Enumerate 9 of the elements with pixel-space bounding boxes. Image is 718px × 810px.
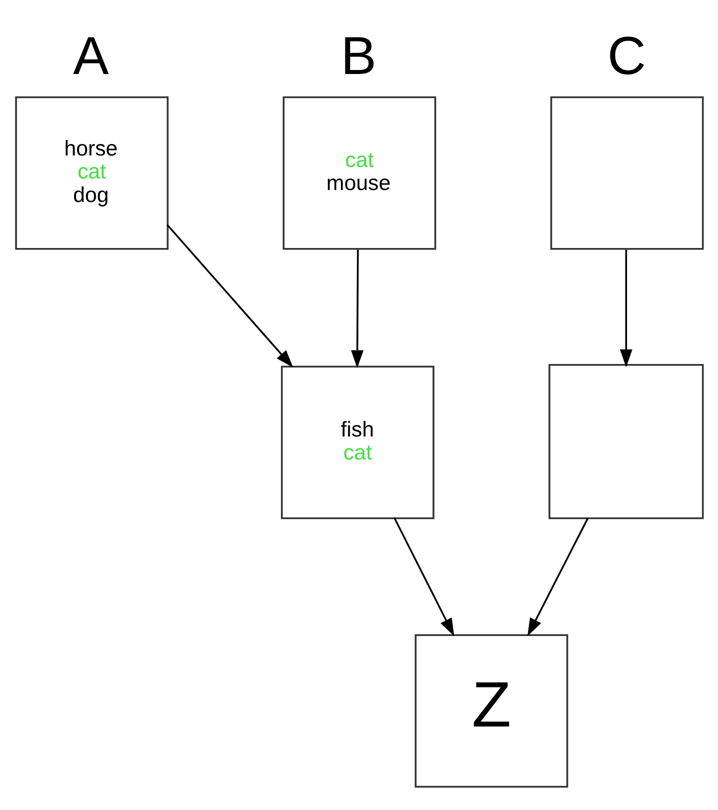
arrow bbox=[394, 517, 454, 636]
node-label: A bbox=[73, 27, 109, 86]
arrow bbox=[620, 250, 632, 368]
arrow bbox=[527, 518, 588, 636]
arrow bbox=[351, 250, 364, 368]
node-label: B bbox=[340, 27, 376, 86]
arrow bbox=[166, 224, 294, 368]
node-label: C bbox=[607, 27, 646, 86]
node-box bbox=[548, 364, 704, 520]
